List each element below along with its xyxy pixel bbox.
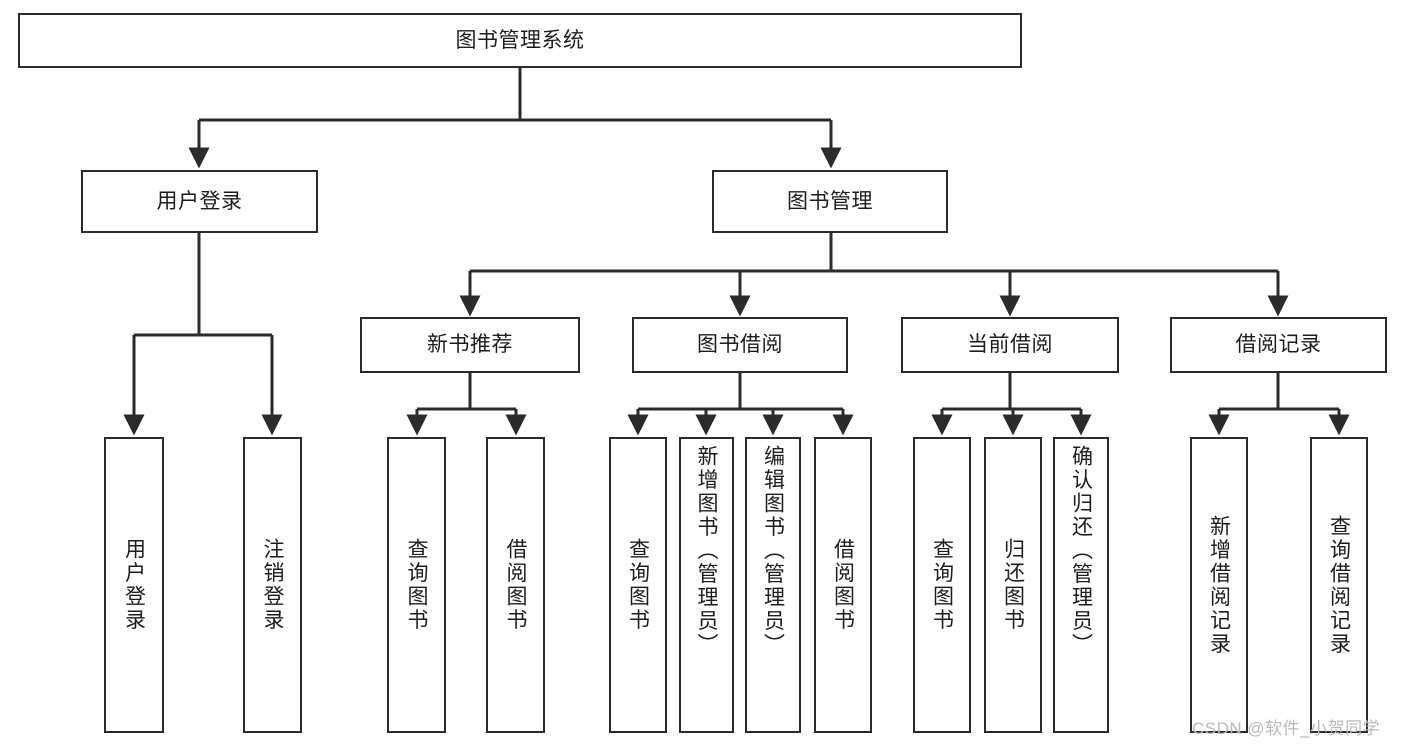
node-root-label: 图书管理系统 [455,28,585,52]
node-new-book-recommendation[interactable]: 新书推荐 [360,317,580,373]
node-leaf-borrow-book-recommend[interactable]: 借阅图书 [486,437,545,733]
node-book-borrow[interactable]: 图书借阅 [632,317,848,373]
node-leaf-query-book-recommend[interactable]: 查询图书 [387,437,446,733]
node-leaf-query-borrow-record-label: 查询借阅记录 [1327,514,1351,656]
node-borrow-record[interactable]: 借阅记录 [1170,317,1387,373]
node-leaf-query-book-recommend-label: 查询图书 [405,538,428,632]
node-leaf-query-borrow-record[interactable]: 查询借阅记录 [1310,437,1368,733]
node-new-book-recommendation-label: 新书推荐 [427,333,513,357]
node-leaf-confirm-return-admin-label: 确认归还（管理员） [1069,445,1093,657]
node-book-borrow-label: 图书借阅 [697,333,783,357]
node-leaf-add-book-admin[interactable]: 新增图书（管理员） [679,437,734,733]
node-user-login[interactable]: 用户登录 [81,170,318,233]
node-leaf-logout-label: 注销登录 [261,538,284,632]
node-root-book-management-system[interactable]: 图书管理系统 [18,13,1022,68]
node-leaf-return-book[interactable]: 归还图书 [984,437,1042,733]
node-leaf-logout[interactable]: 注销登录 [243,437,302,733]
node-current-borrow-label: 当前借阅 [967,333,1053,357]
node-leaf-query-book-current[interactable]: 查询图书 [913,437,971,733]
node-leaf-confirm-return-admin[interactable]: 确认归还（管理员） [1053,437,1109,733]
node-current-borrow[interactable]: 当前借阅 [901,317,1119,373]
node-leaf-user-login[interactable]: 用户登录 [104,437,164,733]
node-leaf-borrow-book-label: 借阅图书 [831,538,855,632]
node-leaf-edit-book-admin-label: 编辑图书（管理员） [761,445,785,657]
node-leaf-query-book-current-label: 查询图书 [930,538,954,632]
node-user-login-label: 用户登录 [156,189,243,213]
node-leaf-user-login-label: 用户登录 [122,538,146,632]
node-leaf-return-book-label: 归还图书 [1001,538,1025,632]
node-leaf-borrow-book-recommend-label: 借阅图书 [504,538,527,632]
node-leaf-query-book-borrow[interactable]: 查询图书 [609,437,667,733]
node-leaf-add-book-admin-label: 新增图书（管理员） [695,445,718,657]
node-book-management[interactable]: 图书管理 [712,170,948,233]
node-leaf-add-borrow-record-label: 新增借阅记录 [1207,514,1231,656]
node-book-management-label: 图书管理 [787,189,873,213]
node-leaf-edit-book-admin[interactable]: 编辑图书（管理员） [745,437,801,733]
node-leaf-borrow-book[interactable]: 借阅图书 [814,437,872,733]
node-borrow-record-label: 借阅记录 [1235,333,1322,357]
node-leaf-query-book-borrow-label: 查询图书 [626,538,650,632]
node-leaf-add-borrow-record[interactable]: 新增借阅记录 [1190,437,1248,733]
